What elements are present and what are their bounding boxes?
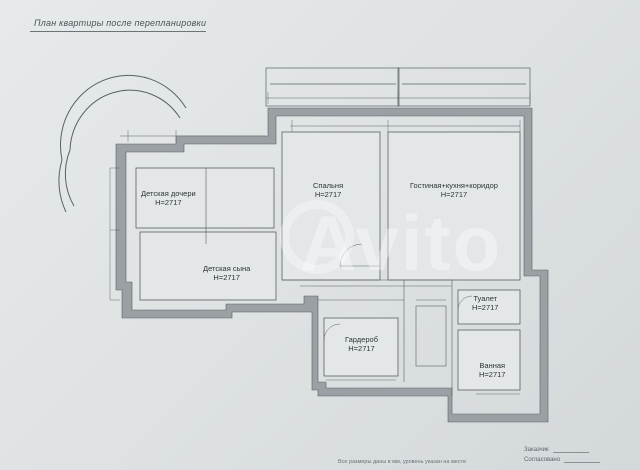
room-name: Детская дочери <box>141 189 196 198</box>
signature-agreed: Согласовано <box>524 457 601 463</box>
room-label-daughter: Детская дочери H=2717 <box>141 189 196 207</box>
room-label-son: Детская сына H=2717 <box>203 264 250 282</box>
plan-title: План квартиры после перепланировки <box>34 18 207 28</box>
room-height: H=2717 <box>348 344 375 353</box>
room-name: Ванная <box>479 361 506 370</box>
room-height: H=2717 <box>440 190 468 199</box>
watermark-text: Avito <box>300 199 503 287</box>
signature-approved: Заказчик <box>524 447 589 453</box>
balcony-left <box>265 67 400 107</box>
room-bathroom <box>457 329 521 391</box>
room-height: H=2717 <box>213 273 240 282</box>
signature-label: Заказчик <box>524 447 549 453</box>
room-label-bedroom: Спальня H=2717 <box>313 181 343 199</box>
signature-line <box>552 452 589 453</box>
room-name: Спальня <box>313 181 344 190</box>
title-underline <box>30 31 206 32</box>
room-toilet <box>457 289 521 325</box>
room-label-wardrobe: Гардероб H=2717 <box>345 335 378 353</box>
room-height: H=2717 <box>155 198 182 207</box>
room-height: H=2717 <box>479 370 506 379</box>
footer-note: Все размеры даны в мм, уровень указан на… <box>338 459 467 465</box>
room-height: H=2717 <box>472 303 499 312</box>
watermark-logo-ring <box>280 200 354 274</box>
room-name: Детская сына <box>203 264 251 273</box>
room-label-bathroom: Ванная H=2717 <box>479 361 505 379</box>
room-name: Гардероб <box>345 335 378 344</box>
room-son <box>139 231 277 301</box>
room-height: H=2717 <box>314 190 342 199</box>
room-name: Гостиная+кухня+коридор <box>410 181 498 190</box>
room-daughter <box>135 167 275 229</box>
room-label-living: Гостиная+кухня+коридор H=2717 <box>410 181 498 199</box>
balcony-right <box>397 67 531 107</box>
room-name: Туалет <box>473 294 498 303</box>
room-wardrobe <box>323 317 399 377</box>
room-living <box>387 131 521 281</box>
signature-label: Согласовано <box>524 457 561 463</box>
signature-line <box>564 462 601 463</box>
room-label-toilet: Туалет H=2717 <box>472 294 498 312</box>
